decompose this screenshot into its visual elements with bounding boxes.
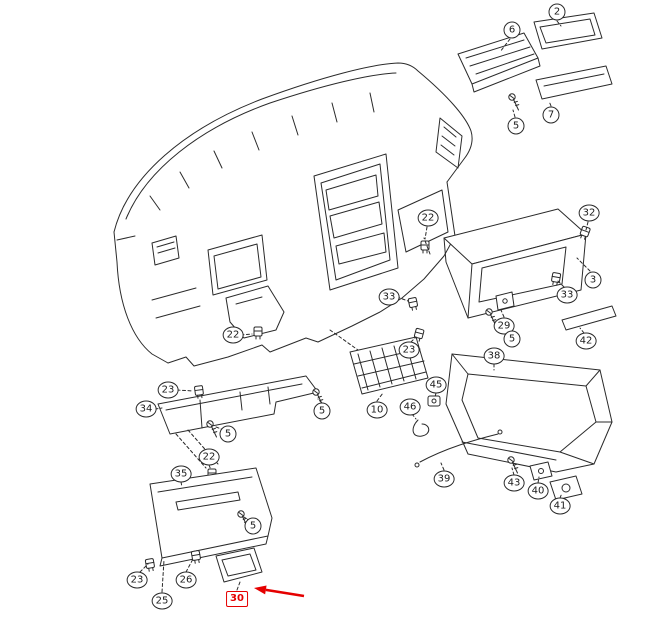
callout-5-10[interactable]: 5 [503,330,521,348]
callout-22-14[interactable]: 22 [222,326,244,344]
callout-23-12[interactable]: 23 [398,341,420,359]
callout-23-15[interactable]: 23 [157,381,179,399]
callout-22-4[interactable]: 22 [417,209,439,227]
callout-2-1[interactable]: 2 [548,3,566,21]
callout-6-0[interactable]: 6 [503,21,521,39]
part-panel-7 [535,65,613,100]
callout-41-27[interactable]: 41 [549,497,571,515]
callout-39-24[interactable]: 39 [433,470,455,488]
callout-34-16[interactable]: 34 [135,400,157,418]
callout-5-21[interactable]: 5 [219,425,237,443]
latch-41 [549,475,583,501]
glovebox-bin-38 [445,353,613,473]
callout-32-5[interactable]: 32 [578,204,600,222]
callout-30-32-highlighted[interactable]: 30 [226,591,248,607]
callout-45-18[interactable]: 45 [425,376,447,394]
callout-42-11[interactable]: 42 [575,332,597,350]
callout-35-23[interactable]: 35 [170,465,192,483]
callout-38-13[interactable]: 38 [483,347,505,365]
callout-25-30[interactable]: 25 [151,592,173,610]
part-tray-30 [215,547,263,583]
callout-40-26[interactable]: 40 [527,482,549,500]
callout-10-17[interactable]: 10 [366,401,388,419]
callout-33-7[interactable]: 33 [556,286,578,304]
callout-46-19[interactable]: 46 [399,398,421,416]
dashboard-body [113,62,473,367]
callout-3-6[interactable]: 3 [584,271,602,289]
callout-33-8[interactable]: 33 [378,288,400,306]
part-strip-42 [561,305,617,331]
hinge-40 [529,461,553,481]
callout-5-20[interactable]: 5 [313,402,331,420]
part-lid-2 [533,12,603,50]
switch-29 [495,291,515,311]
part-upper-tray-6 [457,32,541,93]
callout-5-28[interactable]: 5 [244,517,262,535]
knee-panel-25 [149,467,273,567]
cable-46 [412,419,430,437]
callout-23-29[interactable]: 23 [126,571,148,589]
lock-45 [427,395,441,407]
callout-26-31[interactable]: 26 [175,571,197,589]
callout-22-22[interactable]: 22 [198,448,220,466]
part-trim-34 [157,375,319,435]
callout-7-3[interactable]: 7 [542,106,560,124]
strap-39 [414,429,503,468]
callout-43-25[interactable]: 43 [503,474,525,492]
callout-5-2[interactable]: 5 [507,117,525,135]
